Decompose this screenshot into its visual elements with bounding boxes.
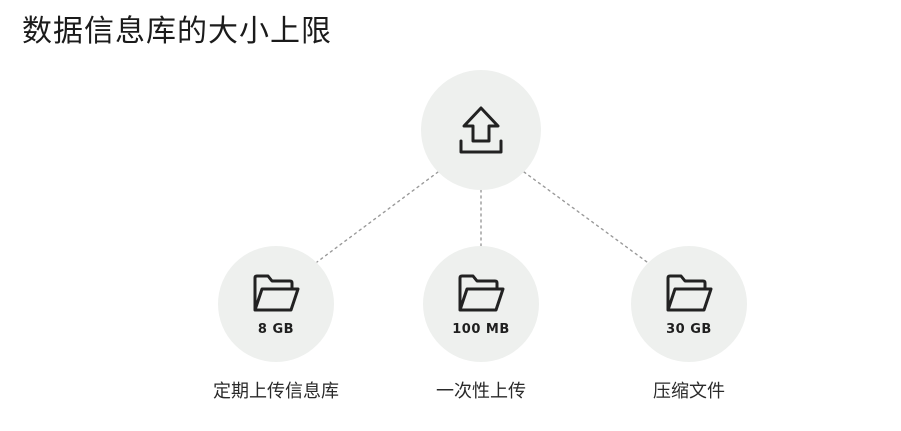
page-title: 数据信息库的大小上限 (22, 14, 332, 49)
caption-scheduled-upload: 定期上传信息库 (213, 381, 339, 402)
upload-node (421, 70, 541, 190)
size-label: 8 GB (257, 321, 295, 337)
connector-left (316, 171, 439, 263)
size-label: 100 MB (452, 321, 510, 337)
connector-right (523, 171, 648, 263)
caption-compressed-file: 压缩文件 (653, 381, 725, 402)
caption-one-time-upload: 一次性上传 (436, 381, 526, 402)
node-compressed-file: 30 GB (631, 246, 747, 362)
node-one-time-upload: 100 MB (423, 246, 539, 362)
node-scheduled-upload: 8 GB (218, 246, 334, 362)
folder-icon (664, 272, 714, 316)
upload-icon (458, 104, 504, 156)
folder-icon (251, 272, 301, 316)
folder-icon (456, 272, 506, 316)
size-label: 30 GB (666, 321, 712, 337)
